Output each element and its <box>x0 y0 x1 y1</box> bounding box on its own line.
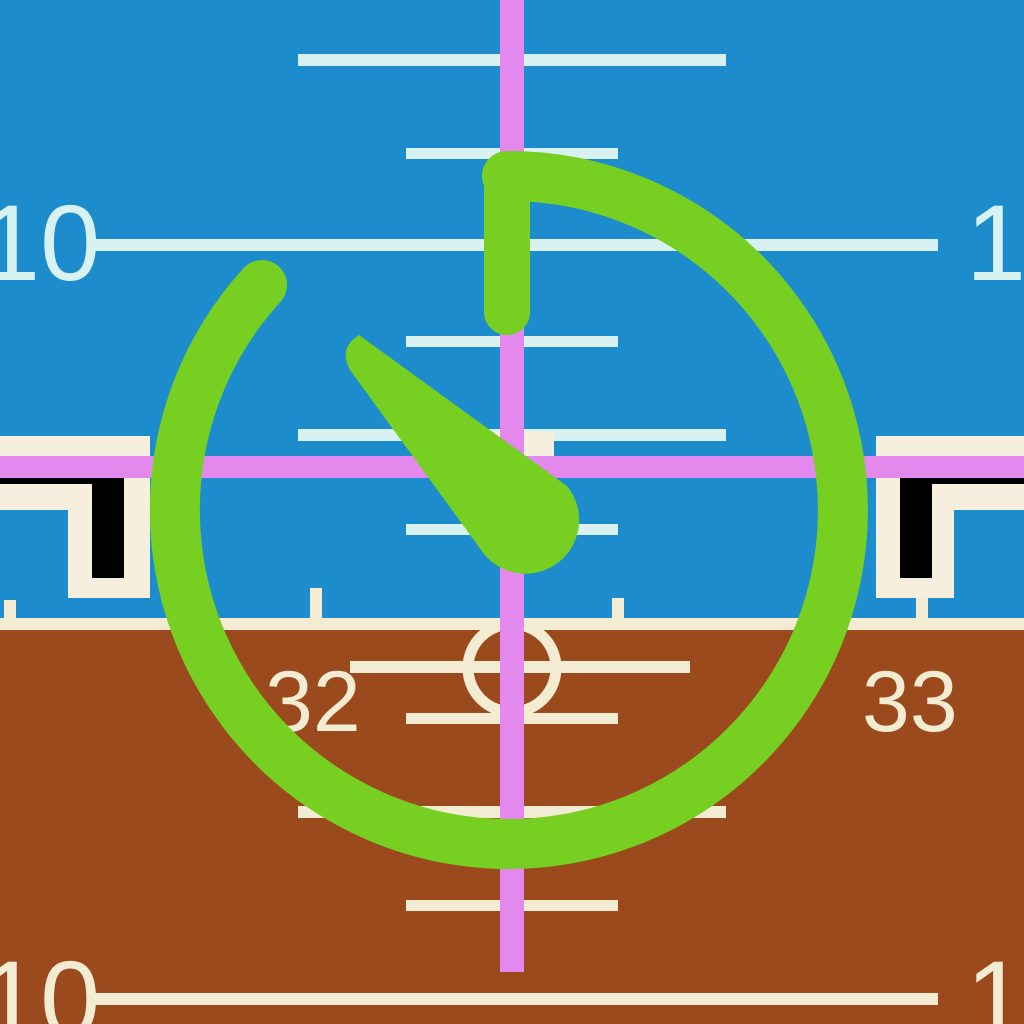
heading-tick <box>310 588 322 620</box>
heading-label-right: 33 <box>862 654 958 750</box>
stopwatch-hand <box>345 335 580 574</box>
pitch-label-ground-right: 10 <box>966 938 1024 1024</box>
heading-tick <box>916 598 928 620</box>
pitch-label-sky-left: 10 <box>0 182 100 303</box>
heading-tick <box>4 600 16 620</box>
pitch-label-sky-right: 10 <box>966 182 1024 303</box>
pitch-label-ground-left: 10 <box>0 938 100 1024</box>
pitch-line-10 <box>88 993 938 1005</box>
heading-tick <box>612 598 624 620</box>
stopwatch-timer-icon <box>149 150 868 869</box>
